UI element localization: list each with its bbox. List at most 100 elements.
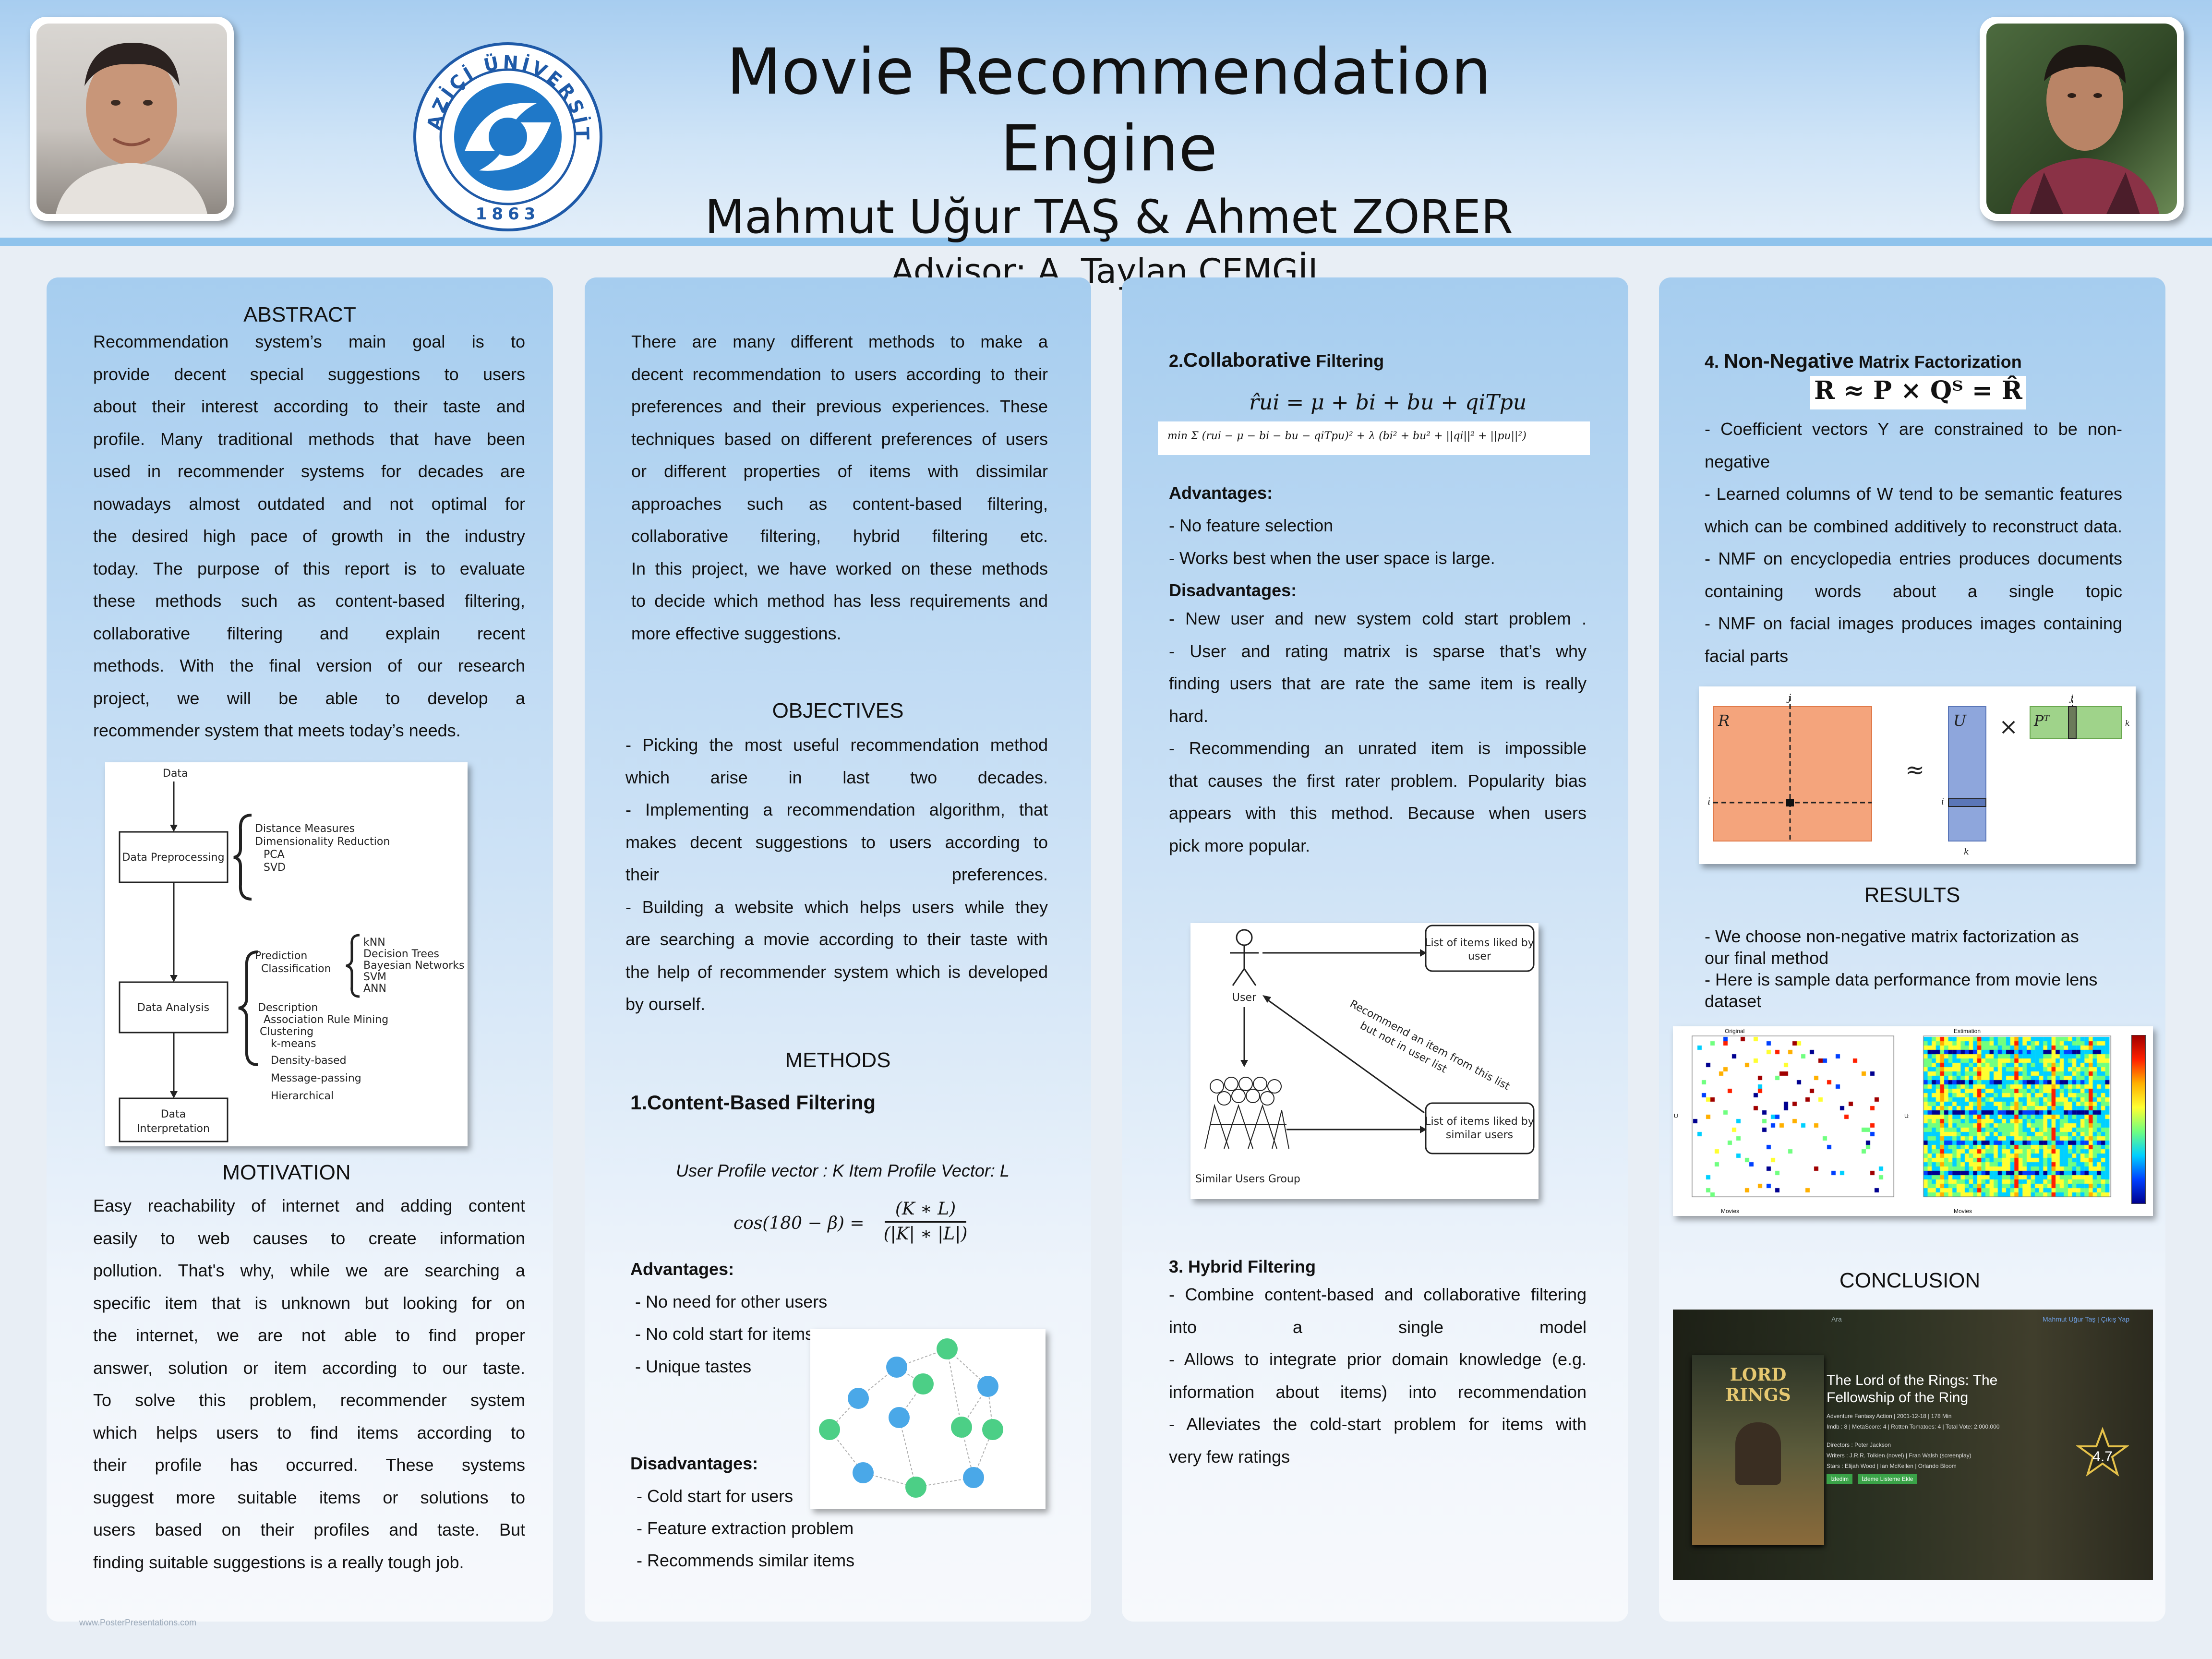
- text-line: approaches such as content-based filteri…: [631, 493, 1048, 514]
- nmf-title-sub: Matrix Factorization: [1853, 352, 2022, 372]
- matrix-u-k-label: k: [1964, 847, 1969, 857]
- heatmap-left-title: Original: [1725, 1028, 1745, 1034]
- text-line: about their interest according to their …: [93, 397, 525, 416]
- text-line: into a single model: [1169, 1317, 1587, 1337]
- collaborative-title: 2.Collaborative Filtering: [1169, 349, 1384, 372]
- text-line: project, we will be able to develop a: [93, 688, 525, 708]
- movie-director: Directors : Peter Jackson: [1827, 1442, 1891, 1448]
- cosine-formula-denominator: (|K| ∗ |L|): [883, 1224, 968, 1244]
- cosine-formula-left: cos(180 − β) =: [733, 1214, 865, 1233]
- movie-user-menu[interactable]: Mahmut Uğur Taş | Çıkış Yap: [2043, 1315, 2130, 1323]
- text-line: - User and rating matrix is sparse that’…: [1169, 641, 1587, 661]
- text-line: our final method: [1705, 948, 1829, 968]
- flow-interpretation: Interpretation: [137, 1123, 210, 1135]
- flow-analysis: Data Analysis: [137, 1002, 209, 1014]
- liked-by-user-box: List of items liked by: [1425, 937, 1534, 949]
- cf-prediction-formula: r̂ui = μ + bi + bu + qiTpu: [1249, 390, 1527, 415]
- text-line: hard.: [1169, 706, 1209, 726]
- cb-disadvantage-item: - Cold start for users: [637, 1486, 793, 1506]
- flow-class-item: ANN: [363, 983, 386, 995]
- column-3: 2.Collaborative Filtering r̂ui = μ + bi …: [1122, 277, 1628, 1622]
- motivation-heading: MOTIVATION: [222, 1161, 351, 1184]
- text-line: - Combine content-based and collaborativ…: [1169, 1285, 1587, 1304]
- add-watchlist-button[interactable]: İzleme Listeme Ekle: [1858, 1474, 1917, 1484]
- text-line: profile. Many traditional methods that h…: [93, 429, 525, 449]
- text-line: - Coefficient vectors Y are constrained …: [1705, 419, 2122, 439]
- flow-interpretation: Data: [161, 1108, 186, 1120]
- flow-classification: Classification: [261, 963, 331, 975]
- text-line: information about items) into recommenda…: [1169, 1382, 1587, 1402]
- text-line: the help of recommender system which is …: [625, 962, 1048, 982]
- matrix-r-label: R: [1718, 711, 1730, 730]
- text-line: easily to web causes to create informati…: [93, 1228, 525, 1248]
- text-line: - NMF on facial images produces images c…: [1705, 613, 2122, 633]
- cf-objective-formula-box: min Σ (rui − μ − bi − bu − qiTpu)² + λ (…: [1158, 421, 1590, 455]
- text-line: - Implementing a recommendation algorith…: [625, 800, 1048, 819]
- cb-advantages-heading: Advantages:: [630, 1259, 734, 1279]
- text-line: by ourself.: [625, 994, 706, 1014]
- hybrid-text: - Combine content-based and collaborativ…: [1169, 1278, 1587, 1473]
- text-line: - Recommending an unrated item is imposs…: [1169, 738, 1587, 758]
- movie-search-link[interactable]: Ara: [1831, 1315, 1842, 1323]
- nmf-text: - Coefficient vectors Y are constrained …: [1705, 413, 2122, 672]
- hybrid-title: 3. Hybrid Filtering: [1169, 1257, 1316, 1276]
- nmf-title: 4. Non-Negative Matrix Factorization: [1705, 349, 2022, 373]
- collaborative-title-main: Collaborative: [1183, 349, 1311, 371]
- matrix-pt-label: Pᵀ: [2033, 713, 2050, 730]
- text-line: collaborative filtering and explain rece…: [93, 623, 525, 643]
- text-line: - New user and new system cold start pro…: [1169, 609, 1587, 628]
- movie-title: The Lord of the Rings: The Fellowship of…: [1827, 1372, 1998, 1406]
- heatmap-left-xlabel: Movies: [1721, 1208, 1740, 1214]
- objectives-heading: OBJECTIVES: [772, 699, 904, 722]
- text-line: or different properties of items with di…: [631, 461, 1048, 481]
- column-2: There are many different methods to make…: [585, 277, 1091, 1622]
- text-line: containing words about a single topic: [1705, 581, 2122, 601]
- poster-header: [0, 0, 2212, 238]
- movie-app-screenshot: Ara Mahmut Uğur Taş | Çıkış Yap LORD RIN…: [1673, 1310, 2153, 1580]
- diagram-user-label: User: [1232, 992, 1257, 1004]
- text-line: facial parts: [1705, 646, 1789, 666]
- flow-class-item: kNN: [363, 937, 385, 949]
- university-seal-logo: BOĞAZİÇİ ÜNİVERSİTESİ 1863: [412, 41, 602, 231]
- rating-star-icon: [2076, 1427, 2129, 1477]
- footer-credit: www.PosterPresentations.com: [79, 1618, 197, 1627]
- cb-disadvantage-item: - Feature extraction problem: [637, 1518, 854, 1538]
- cosine-formula-numerator: (K ∗ L): [895, 1199, 956, 1219]
- column-1: ABSTRACT Recommendation system’s main go…: [47, 277, 553, 1622]
- text-line: specific item that is unknown but lookin…: [93, 1293, 525, 1313]
- text-line: - Here is sample data performance from m…: [1705, 970, 2098, 989]
- abstract-heading: ABSTRACT: [243, 303, 356, 326]
- cf-advantage-item: - Works best when the user space is larg…: [1169, 548, 1495, 568]
- flow-desc-item: Density-based: [271, 1055, 347, 1067]
- recommend-arrow-label: Recommend an item from this list: [1348, 998, 1512, 1093]
- methods-heading: METHODS: [785, 1048, 891, 1072]
- poster-authors: Mahmut Uğur TAŞ & Ahmet ZORER: [705, 190, 1513, 244]
- text-line: answer, solution or item according to ou…: [93, 1358, 525, 1378]
- content-based-title: 1.Content-Based Filtering: [630, 1091, 876, 1114]
- text-line: suggest more suitable items or solutions…: [93, 1487, 525, 1507]
- flow-preprocessing: Data Preprocessing: [122, 852, 224, 864]
- text-line: which can be combined additively to reco…: [1705, 516, 2122, 536]
- text-line: used in recommender systems for decades …: [93, 461, 525, 481]
- text-line: Easy reachability of internet and adding…: [93, 1196, 525, 1215]
- flow-pre-item: SVD: [264, 862, 286, 874]
- cb-advantage-item: - No cold start for items: [635, 1324, 814, 1344]
- text-line: appears with this method. Because when u…: [1169, 803, 1587, 823]
- text-line: nowadays almost outdated and not optimal…: [93, 493, 525, 514]
- text-line: makes decent suggestions to users accord…: [625, 832, 1048, 852]
- liked-by-similar-box: List of items liked by: [1425, 1116, 1534, 1128]
- movie-stars: Stars : Elijah Wood | Ian McKellen | Orl…: [1827, 1463, 1957, 1469]
- cf-advantage-item: - No feature selection: [1169, 516, 1334, 535]
- text-line: to decide which method has less requirem…: [631, 591, 1048, 611]
- matrix-pt-k-label: k: [2125, 719, 2130, 728]
- flow-desc-item: k-means: [271, 1038, 316, 1050]
- nmf-formula: R ≈ P × Qᵀ = R̂: [1810, 376, 2026, 409]
- text-line: provide decent special suggestions to us…: [93, 364, 525, 384]
- data-mining-flow-diagram: Data Data Preprocessing { Distance Measu…: [105, 762, 468, 1146]
- matrix-u-label: U: [1953, 711, 1967, 730]
- movie-meta: Adventure Fantasy Action | 2001-12-18 | …: [1827, 1413, 1952, 1419]
- watched-button[interactable]: İzledim: [1827, 1474, 1853, 1484]
- results-heading: RESULTS: [1864, 883, 1960, 907]
- flow-desc-item: Message-passing: [271, 1072, 361, 1084]
- poster-title: Movie Recommendation Engine: [726, 35, 1491, 186]
